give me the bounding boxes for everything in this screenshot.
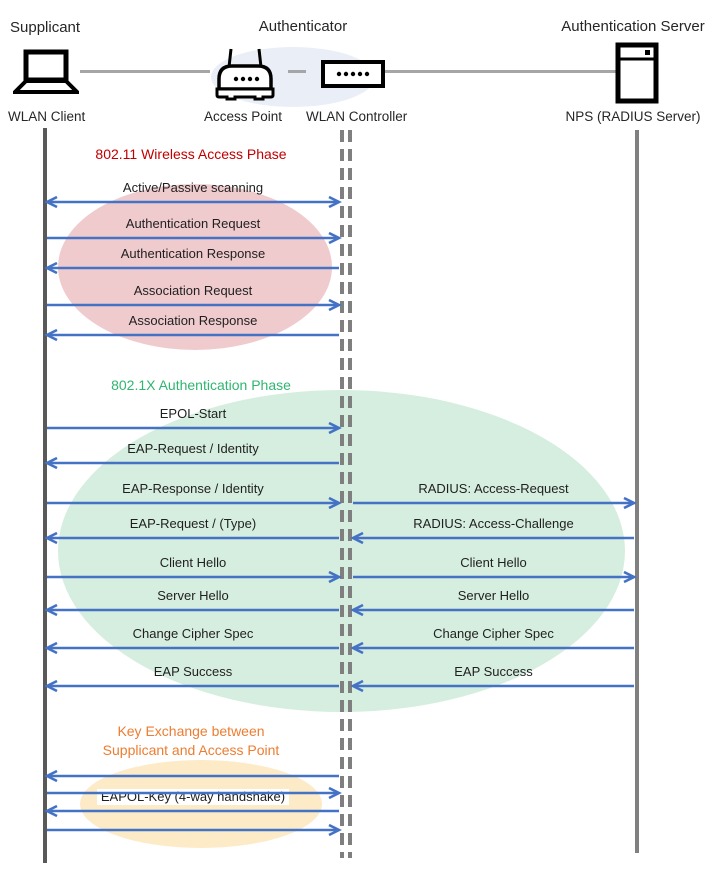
message-label-authentication-response: Authentication Response <box>120 246 266 261</box>
connector-wlc-to-server <box>385 70 617 73</box>
lifeline-wlan-controller-dashed-right <box>348 130 352 858</box>
message-label-authentication-request: Authentication Request <box>125 216 261 231</box>
access-point-icon <box>215 48 275 101</box>
arrow-eap-success <box>350 679 634 693</box>
arrow-active-passive-scanning <box>44 195 342 209</box>
arrow-radius-access-request <box>353 496 637 510</box>
message-label-eap-request-type: EAP-Request / (Type) <box>129 516 257 531</box>
message-label-eap-success: EAP Success <box>153 664 233 679</box>
message-label-client-hello: Client Hello <box>159 555 227 570</box>
arrow-eapol-key-4-way-handshake <box>44 804 339 818</box>
message-label-change-cipher-spec: Change Cipher Spec <box>433 626 554 641</box>
arrow-authentication-response <box>44 261 339 275</box>
device-label-wlan-controller: WLAN Controller <box>306 109 408 124</box>
device-label-wlan-client: WLAN Client <box>8 109 86 124</box>
role-label-authentication-server: Authentication Server <box>561 18 705 35</box>
message-label-active-passive-scanning: Active/Passive scanning <box>122 180 264 195</box>
message-label-eap-success: EAP Success <box>454 664 533 679</box>
arrow-eap-success <box>44 679 339 693</box>
lifeline-nps-server <box>635 130 639 853</box>
arrow-key-exchange-arrow <box>47 823 342 837</box>
arrow-change-cipher-spec <box>44 641 339 655</box>
wlan-controller-icon <box>321 60 385 88</box>
connector-client-to-ap <box>80 70 210 73</box>
arrow-eap-request-type <box>44 531 339 545</box>
laptop-icon <box>13 49 79 94</box>
arrow-server-hello <box>350 603 634 617</box>
message-label-association-request: Association Request <box>133 283 253 298</box>
arrow-client-hello <box>47 570 342 584</box>
message-label-radius-access-request: RADIUS: Access-Request <box>418 481 569 496</box>
device-label-access-point: Access Point <box>203 109 283 124</box>
arrow-radius-access-challenge <box>350 531 634 545</box>
arrow-epol-start <box>47 421 342 435</box>
phase-title-key-exchange: Key Exchange between Supplicant and Acce… <box>60 722 322 760</box>
message-label-server-hello: Server Hello <box>157 588 229 603</box>
device-label-nps-radius-server: NPS (RADIUS Server) <box>565 109 701 124</box>
connector-ap-to-wlc <box>288 70 306 73</box>
lifeline-wlan-controller-dashed-left <box>340 130 344 858</box>
lifeline-wlan-client <box>43 128 47 863</box>
arrow-association-response <box>44 328 339 342</box>
phase-title-80211-wireless-access: 802.11 Wireless Access Phase <box>95 146 287 162</box>
server-icon <box>615 42 659 104</box>
phase-title-8021x-authentication: 802.1X Authentication Phase <box>111 377 291 393</box>
arrow-eap-response-identity <box>47 496 342 510</box>
message-label-eap-request-identity: EAP-Request / Identity <box>127 441 259 456</box>
message-label-client-hello: Client Hello <box>460 555 527 570</box>
arrow-association-request <box>47 298 342 312</box>
phase-title-key-exchange-line1: Key Exchange between <box>117 723 265 739</box>
arrow-key-exchange-arrow <box>47 786 342 800</box>
arrow-authentication-request <box>47 231 342 245</box>
arrow-change-cipher-spec <box>350 641 634 655</box>
arrow-key-exchange-arrow <box>44 769 339 783</box>
message-label-radius-access-challenge: RADIUS: Access-Challenge <box>413 516 574 531</box>
arrow-client-hello <box>353 570 637 584</box>
message-label-association-response: Association Response <box>128 313 258 328</box>
role-label-supplicant: Supplicant <box>10 19 81 36</box>
role-label-authenticator: Authenticator <box>258 18 348 35</box>
arrow-server-hello <box>44 603 339 617</box>
message-label-eap-response-identity: EAP-Response / Identity <box>122 481 264 496</box>
phase-title-key-exchange-line2: Supplicant and Access Point <box>102 742 280 758</box>
message-label-epol-start: EPOL-Start <box>159 406 227 421</box>
message-label-server-hello: Server Hello <box>457 588 530 603</box>
arrow-eap-request-identity <box>44 456 339 470</box>
message-label-change-cipher-spec: Change Cipher Spec <box>132 626 254 641</box>
